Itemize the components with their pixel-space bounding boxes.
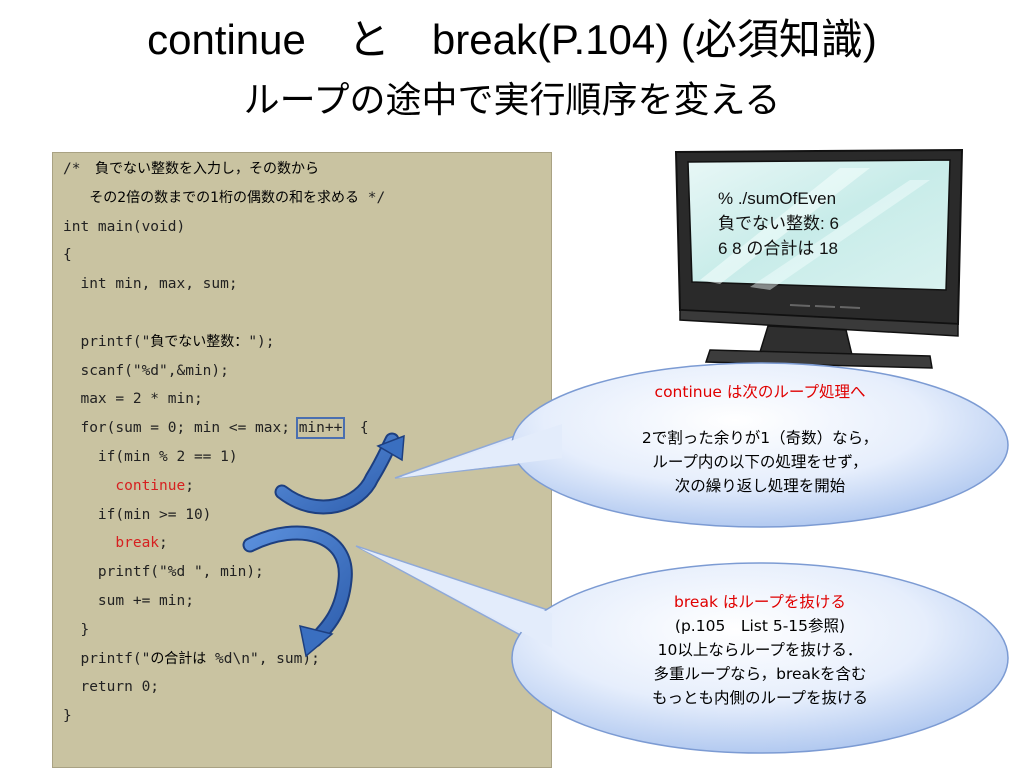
code-line: /* 負でない整数を入力し，その数から: [63, 159, 319, 179]
code-text: if(min % 2 == 1): [63, 449, 238, 465]
code-text: }: [63, 708, 72, 725]
monitor-illustration: [674, 148, 964, 369]
code-text: 負でない整数を入力し，その数から: [94, 161, 319, 177]
code-text: %d\n", sum);: [206, 650, 320, 667]
code-text: [63, 478, 115, 494]
code-text: sum += min;: [63, 593, 194, 609]
continue-heading: continue は次のループ処理へ: [654, 383, 866, 401]
code-text: if(min >= 10): [63, 506, 212, 523]
code-line: if(min % 2 == 1): [63, 447, 238, 467]
code-line: for(sum = 0; min <= max; min++ {: [63, 417, 369, 440]
code-text: [63, 535, 115, 551]
code-text: ");: [248, 333, 275, 350]
code-text: return 0;: [63, 679, 160, 696]
code-text: */: [359, 189, 386, 206]
code-line: int main(void): [63, 217, 185, 237]
code-text: }: [63, 621, 90, 638]
code-keyword: continue: [115, 477, 186, 494]
code-text: scanf("%d",&min);: [63, 362, 229, 379]
code-text: for(sum = 0; min <= max;: [63, 420, 299, 437]
terminal-output: % ./sumOfEven 負でない整数: 6 6 8 の合計は 18: [718, 186, 918, 261]
code-line: int min, max, sum;: [63, 274, 238, 294]
code-line: その2倍の数までの1桁の偶数の和を求める */: [63, 188, 385, 208]
code-text: max = 2 * min;: [63, 391, 203, 408]
code-line: {: [63, 245, 72, 265]
break-text-line: もっとも内側のループを抜ける: [651, 689, 869, 707]
break-explanation: break はループを抜ける (p.105 List 5-15参照) 10以上な…: [560, 590, 960, 710]
terminal-line: 6 8 の合計は 18: [718, 239, 838, 258]
code-highlight-increment: min++: [295, 417, 346, 440]
code-text: int main(void): [63, 218, 186, 235]
code-text: の合計は: [150, 650, 207, 667]
break-text-line: 10以上ならループを抜ける．: [657, 641, 863, 659]
code-text: {: [63, 247, 72, 264]
code-line: if(min >= 10): [63, 505, 212, 525]
continue-text-line: 2で割った余りが1（奇数）なら，: [641, 429, 879, 447]
code-text: [63, 190, 89, 206]
terminal-line: % ./sumOfEven: [718, 189, 837, 208]
code-line: return 0;: [63, 677, 159, 697]
code-text: printf("%d ", min);: [63, 564, 264, 581]
code-text: その2倍の数までの1桁の偶数の和を求める: [89, 189, 360, 206]
code-text: ;: [185, 477, 194, 494]
terminal-line: 負でない整数: 6: [718, 214, 839, 233]
code-line: sum += min;: [63, 591, 194, 611]
break-text-line: 多重ループなら，breakを含む: [653, 665, 867, 683]
slide-title: continue と break(P.104) (必須知識): [147, 16, 877, 63]
continue-text-line: ループ内の以下の処理をせず，: [652, 453, 868, 471]
code-text: int min, max, sum;: [63, 276, 238, 293]
code-text: ;: [159, 535, 168, 552]
code-line: printf("負でない整数：");: [63, 332, 275, 352]
code-listing: /* 負でない整数を入力し，その数から その2倍の数までの1桁の偶数の和を求める…: [52, 152, 552, 768]
continue-explanation: continue は次のループ処理へ 2で割った余りが1（奇数）なら， ループ内…: [560, 380, 960, 498]
code-line: max = 2 * min;: [63, 389, 203, 409]
code-text: printf(": [63, 333, 151, 350]
code-line: }: [63, 620, 89, 640]
code-line: printf("%d ", min);: [63, 562, 264, 582]
code-text: printf(": [63, 650, 151, 667]
code-text: {: [342, 420, 369, 437]
code-line: continue;: [63, 476, 194, 496]
code-line: break;: [63, 533, 168, 553]
break-text-line: (p.105 List 5-15参照): [674, 617, 846, 635]
slide-subtitle: ループの途中で実行順序を変える: [243, 80, 781, 121]
break-heading: break はループを抜ける: [674, 593, 846, 611]
code-line: printf("の合計は %d\n", sum);: [63, 649, 320, 669]
code-line: scanf("%d",&min);: [63, 361, 229, 381]
continue-text-line: 次の繰り返し処理を開始: [674, 477, 846, 495]
code-text: 負でない整数：: [150, 333, 249, 350]
code-text: /*: [63, 161, 95, 177]
code-keyword: break: [115, 535, 160, 552]
code-line: }: [63, 706, 72, 726]
